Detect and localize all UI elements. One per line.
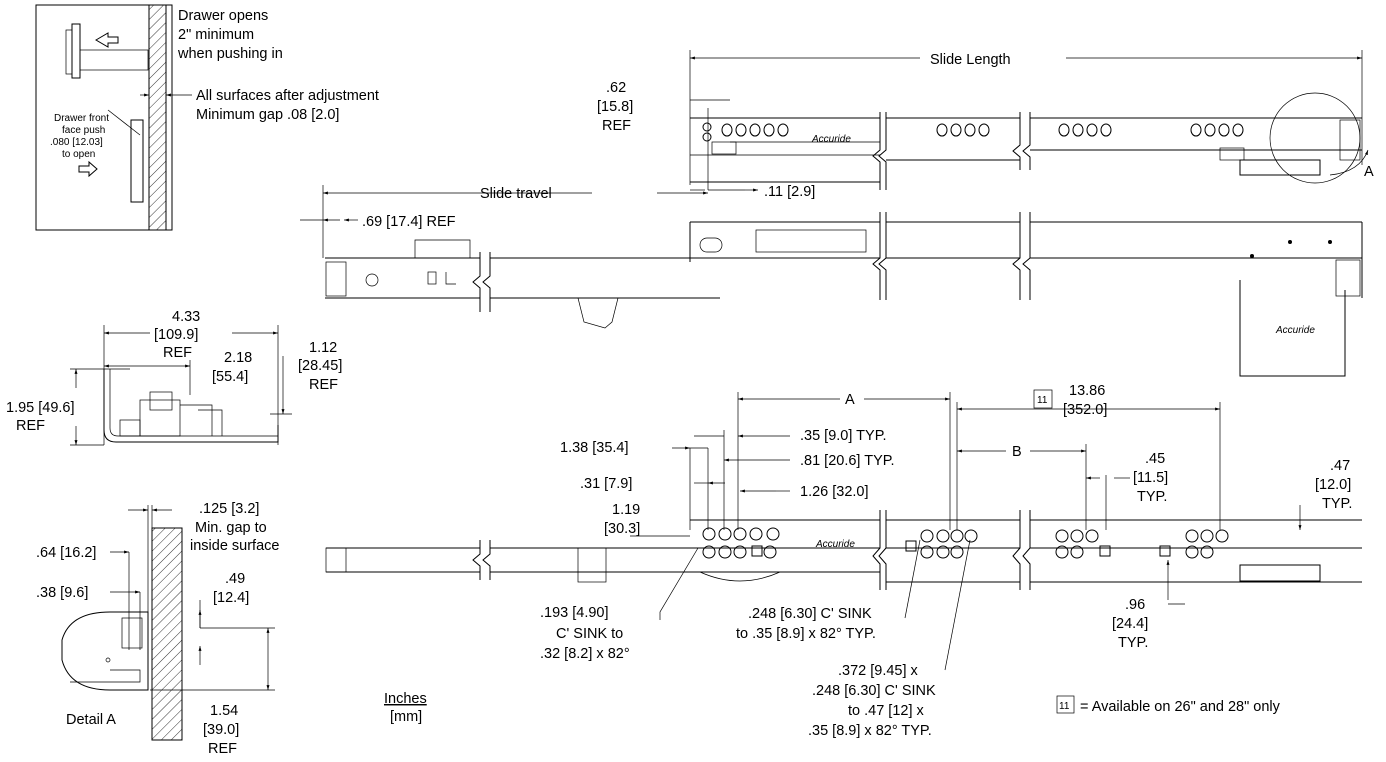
dim-138: 1.38 [35.4]: [560, 440, 629, 456]
dim-119-b: [30.3]: [604, 521, 640, 537]
dim-81: .81 [20.6] TYP.: [800, 453, 895, 469]
dim-35: .35 [9.0] TYP.: [800, 428, 887, 444]
note-gap-1: All surfaces after adjustment: [196, 88, 379, 104]
dim-372-b: .248 [6.30] C' SINK: [812, 683, 936, 699]
dim-112-c: REF: [309, 377, 338, 393]
push-arrow-icon: [95, 32, 119, 48]
dim-45-a: .45: [1145, 451, 1165, 467]
dim-154-c: REF: [208, 741, 237, 757]
top-logo: Accuride: [811, 134, 851, 145]
dim-193-c: .32 [8.2] x 82°: [540, 646, 630, 662]
dim-126: 1.26 [32.0]: [800, 484, 869, 500]
dim-47-a: .47: [1330, 458, 1350, 474]
units-inches: Inches: [384, 691, 427, 707]
note-gap-2: Minimum gap .08 [2.0]: [196, 107, 339, 123]
bottom-logo: Accuride: [815, 539, 855, 550]
dim-1386-b: [352.0]: [1063, 402, 1107, 418]
dim-slide-travel: Slide travel: [480, 186, 552, 202]
dim-b: B: [1012, 444, 1022, 460]
note-push-2: face push: [62, 125, 105, 136]
note-drawer-opens-3: when pushing in: [177, 46, 283, 62]
dim-372-a: .372 [9.45] x: [838, 663, 919, 679]
dim-11: .11 [2.9]: [764, 184, 815, 200]
dim-64: .64 [16.2]: [36, 545, 96, 561]
legend-text: = Available on 26" and 28" only: [1080, 699, 1281, 715]
dim-119-a: 1.19: [612, 502, 640, 518]
dim-1386-a: 13.86: [1069, 383, 1105, 399]
note-push-3: .080 [12.03]: [50, 137, 103, 148]
dim-62-a: .62: [606, 80, 626, 96]
detail-a-label: Detail A: [66, 712, 116, 728]
dim-433-c: REF: [163, 345, 192, 361]
dim-62-c: REF: [602, 118, 631, 134]
dim-96-b: [24.4]: [1112, 616, 1148, 632]
dim-248-a: .248 [6.30] C' SINK: [748, 606, 872, 622]
dim-slide-length: Slide Length: [930, 52, 1011, 68]
dim-218-b: [55.4]: [212, 369, 248, 385]
dim-195-a: 1.95 [49.6]: [6, 400, 75, 416]
legend-box: [1056, 695, 1075, 714]
dim-45-b: [11.5]: [1133, 470, 1168, 486]
dim-125-a: .125 [3.2]: [199, 501, 259, 517]
legend-num: 11: [1059, 701, 1070, 712]
dim-47-c: TYP.: [1322, 496, 1352, 512]
detail-a-marker: A: [1364, 164, 1374, 180]
top-view-slide: [689, 50, 1369, 192]
note-drawer-opens-1: Drawer opens: [178, 8, 268, 24]
dim-372-c: to .47 [12] x: [848, 703, 925, 719]
mid-view-slide: Accuride: [300, 185, 1363, 377]
dim-195-b: REF: [16, 418, 45, 434]
dim-154-a: 1.54: [210, 703, 238, 719]
dim-45-c: TYP.: [1137, 489, 1167, 505]
dim-193-a: .193 [4.90]: [540, 605, 609, 621]
dim-49-a: .49: [225, 571, 245, 587]
dim-a: A: [845, 392, 855, 408]
dim-125-c: inside surface: [190, 538, 279, 554]
note-drawer-opens-2: 2" minimum: [178, 27, 254, 43]
dim-433-b: [109.9]: [154, 327, 198, 343]
dim-112-b: [28.45]: [298, 358, 342, 374]
dim-49-b: [12.4]: [213, 590, 249, 606]
cross-section: [70, 324, 292, 446]
dim-112-a: 1.12: [309, 340, 337, 356]
dim-31: .31 [7.9]: [580, 476, 632, 492]
dim-62-b: [15.8]: [597, 99, 633, 115]
dim-433-a: 4.33: [172, 309, 200, 325]
dim-248-b: to .35 [8.9] x 82° TYP.: [736, 626, 876, 642]
note-push-1: Drawer front: [54, 113, 109, 124]
dim-218-a: 2.18: [224, 350, 252, 366]
dim-193-b: C' SINK to: [556, 626, 623, 642]
dim-47-b: [12.0]: [1315, 477, 1351, 493]
dim-69: .69 [17.4] REF: [362, 214, 456, 230]
detail-a: [61, 505, 275, 741]
dim-125-b: Min. gap to: [195, 520, 267, 536]
dim-38: .38 [9.6]: [36, 585, 88, 601]
note-11-tag: 11: [1037, 395, 1048, 406]
push-open-inset: [35, 4, 173, 231]
dim-96-c: TYP.: [1118, 635, 1148, 651]
dim-154-b: [39.0]: [203, 722, 239, 738]
units-mm: [mm]: [390, 709, 422, 725]
svg-text:Accuride: Accuride: [1275, 325, 1315, 336]
bottom-view-slide: [325, 389, 1362, 671]
open-arrow-icon: [78, 160, 98, 178]
dim-372-d: .35 [8.9] x 82° TYP.: [808, 723, 932, 739]
note-push-4: to open: [62, 149, 95, 160]
dim-96-a: .96: [1125, 597, 1145, 613]
